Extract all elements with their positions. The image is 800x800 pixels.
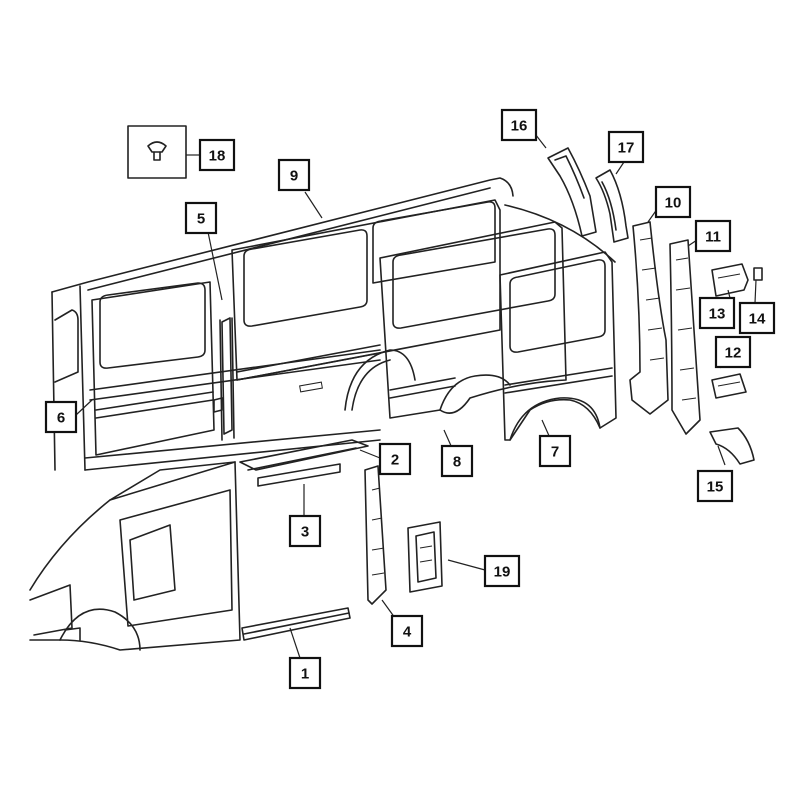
callout-1: 1: [288, 656, 322, 690]
callout-5-label: 5: [197, 211, 205, 228]
callout-13-label: 13: [709, 306, 726, 323]
callout-9: 9: [277, 158, 311, 192]
callout-18: 18: [198, 138, 236, 172]
callout-16: 16: [500, 108, 538, 142]
part-19-bracket-panel: [407, 521, 443, 593]
callout-5: 5: [184, 201, 218, 235]
callout-4-label: 4: [403, 624, 412, 641]
callout-4: 4: [390, 614, 424, 648]
callout-12-label: 12: [725, 345, 742, 362]
callout-13: 13: [698, 296, 736, 330]
part-11-rear-pillar-outer: [669, 239, 701, 435]
part-3-door-channel: [257, 463, 341, 487]
part-8-rear-middle-panel: [379, 221, 567, 419]
callout-14-label: 14: [749, 311, 766, 328]
callout-2-label: 2: [391, 452, 399, 469]
callout-2: 2: [378, 442, 412, 476]
callout-6: 6: [44, 400, 78, 434]
callout-8-label: 8: [453, 454, 461, 471]
callout-6-label: 6: [57, 410, 65, 427]
callout-16-label: 16: [511, 118, 528, 135]
part-7-rear-quarter-panel: [499, 251, 617, 441]
part-2-upper-door-rail: [239, 439, 369, 471]
part-18-push-pin-inset: [127, 125, 187, 179]
callout-11: 11: [694, 219, 732, 253]
callout-7: 7: [538, 434, 572, 468]
part-17-rear-corner-cap: [595, 169, 629, 243]
part-12-lower-bracket: [711, 373, 747, 399]
part-10-rear-pillar: [629, 221, 669, 415]
part-5-pillar-strip: [213, 317, 233, 435]
part-1-lower-sill: [241, 607, 351, 641]
part-4-c-pillar: [364, 465, 387, 605]
part-6-front-side-panel: [91, 281, 215, 456]
van-front-cab-outline: [29, 461, 241, 651]
callout-9-label: 9: [290, 168, 298, 185]
callout-19-label: 19: [494, 564, 511, 581]
callout-1-label: 1: [301, 666, 309, 683]
callout-8: 8: [440, 444, 474, 478]
callout-15-label: 15: [707, 479, 724, 496]
roof-rail-rear-curve: [504, 204, 616, 263]
callout-19: 19: [483, 554, 521, 588]
callout-3-label: 3: [301, 524, 309, 541]
callout-18-label: 18: [209, 148, 226, 165]
van-body-outline: [51, 177, 514, 471]
callout-7-label: 7: [551, 444, 559, 461]
callout-15: 15: [696, 469, 734, 503]
callout-14: 14: [738, 301, 776, 335]
callout-10: 10: [654, 185, 692, 219]
part-16-upper-rear-corner: [547, 147, 597, 237]
callout-3: 3: [288, 514, 322, 548]
part-15-corner-extension: [709, 427, 755, 465]
part-14-clip: [753, 267, 763, 281]
callout-10-label: 10: [665, 195, 682, 212]
callout-17-label: 17: [618, 140, 635, 157]
callout-11-label: 11: [705, 229, 721, 246]
callout-17: 17: [607, 130, 645, 164]
callout-12: 12: [714, 335, 752, 369]
part-13-bracket: [711, 263, 749, 297]
part-9-middle-side-panel: [231, 199, 501, 393]
